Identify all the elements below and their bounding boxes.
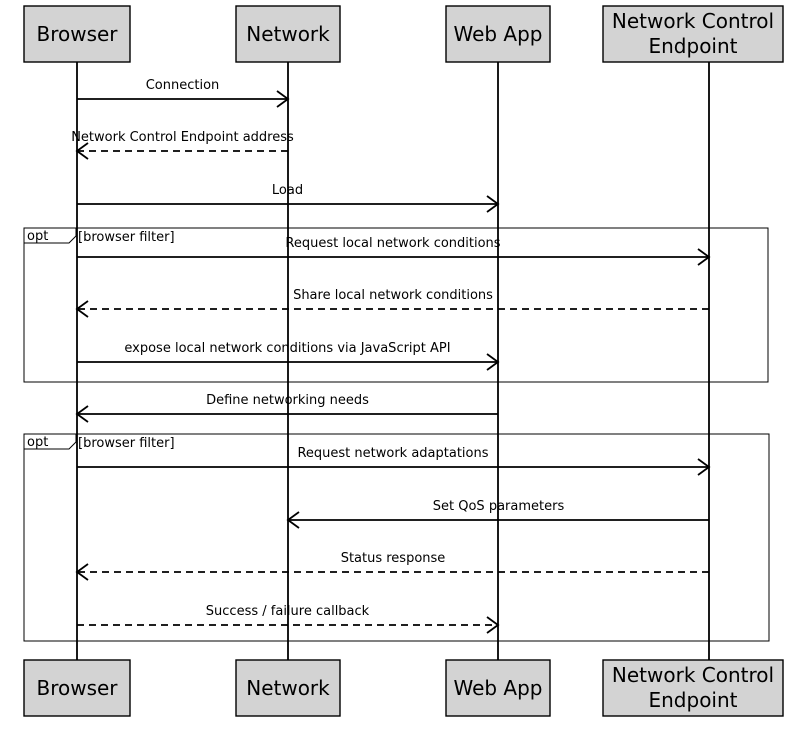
message-label: Set QoS parameters: [433, 499, 565, 514]
lifelines: [76, 62, 710, 660]
message-7: Define networking needs: [75, 393, 498, 423]
arrowhead-icon: [697, 248, 711, 266]
fragment-operator: opt: [27, 229, 48, 244]
participant-box: [602, 659, 784, 717]
participant-browser-bottom: Browser: [23, 659, 131, 717]
fragment-operator: opt: [27, 435, 48, 450]
participant-label: Network: [246, 676, 330, 700]
participant-box: [445, 5, 551, 63]
participant-label: Web App: [453, 22, 542, 46]
message-1: Connection: [77, 78, 290, 108]
message-label: Request local network conditions: [285, 236, 500, 251]
arrowhead-icon: [486, 195, 500, 213]
arrowhead-icon: [75, 300, 89, 318]
participant-network-top: Network: [235, 5, 341, 63]
arrowhead-icon: [276, 90, 290, 108]
fragment-frame: [23, 433, 770, 642]
arrowhead-icon: [486, 353, 500, 371]
message-4: Request local network conditions: [77, 236, 711, 266]
arrowhead-icon: [486, 616, 500, 634]
opt-fragment-2: opt [browser filter]: [23, 433, 770, 642]
participant-box: [445, 659, 551, 717]
message-8: Request network adaptations: [77, 446, 711, 476]
fragment-frame: [23, 227, 769, 383]
participant-label: Network Control: [612, 9, 774, 33]
message-label: Success / failure callback: [206, 604, 370, 619]
participant-label: Endpoint: [648, 34, 737, 58]
message-3: Load: [77, 183, 500, 213]
message-label: expose local network conditions via Java…: [124, 341, 450, 356]
participant-webapp-top: Web App: [445, 5, 551, 63]
arrowhead-icon: [75, 563, 89, 581]
message-11: Success / failure callback: [77, 604, 500, 634]
fragment-guard: [browser filter]: [78, 436, 175, 451]
arrowhead-icon: [75, 405, 89, 423]
participant-label: Network: [246, 22, 330, 46]
arrowhead-icon: [75, 142, 89, 160]
participant-network-bottom: Network: [235, 659, 341, 717]
opt-fragment-1: opt [browser filter]: [23, 227, 769, 383]
message-label: Share local network conditions: [293, 288, 493, 303]
participant-browser-top: Browser: [23, 5, 131, 63]
fragment-operator-tag: [23, 227, 77, 244]
participant-label: Endpoint: [648, 688, 737, 712]
arrowhead-icon: [286, 511, 300, 529]
participant-webapp-bottom: Web App: [445, 659, 551, 717]
participant-box: [235, 659, 341, 717]
message-label: Connection: [146, 78, 220, 93]
message-label: Network Control Endpoint address: [71, 130, 294, 145]
message-10: Status response: [75, 551, 709, 581]
participant-label: Browser: [36, 676, 118, 700]
participant-label: Browser: [36, 22, 118, 46]
participant-label: Network Control: [612, 663, 774, 687]
participant-box: [23, 659, 131, 717]
message-2: Network Control Endpoint address: [71, 130, 294, 160]
participant-box: [235, 5, 341, 63]
message-label: Status response: [341, 551, 446, 566]
participant-label: Web App: [453, 676, 542, 700]
fragment-operator-tag: [23, 433, 77, 450]
message-label: Request network adaptations: [297, 446, 488, 461]
message-label: Define networking needs: [206, 393, 369, 408]
message-6: expose local network conditions via Java…: [77, 341, 500, 371]
arrowhead-icon: [697, 458, 711, 476]
message-9: Set QoS parameters: [286, 499, 709, 529]
participant-box: [602, 5, 784, 63]
participant-box: [23, 5, 131, 63]
message-5: Share local network conditions: [75, 288, 709, 318]
message-label: Load: [272, 183, 303, 198]
fragment-guard: [browser filter]: [78, 230, 175, 245]
